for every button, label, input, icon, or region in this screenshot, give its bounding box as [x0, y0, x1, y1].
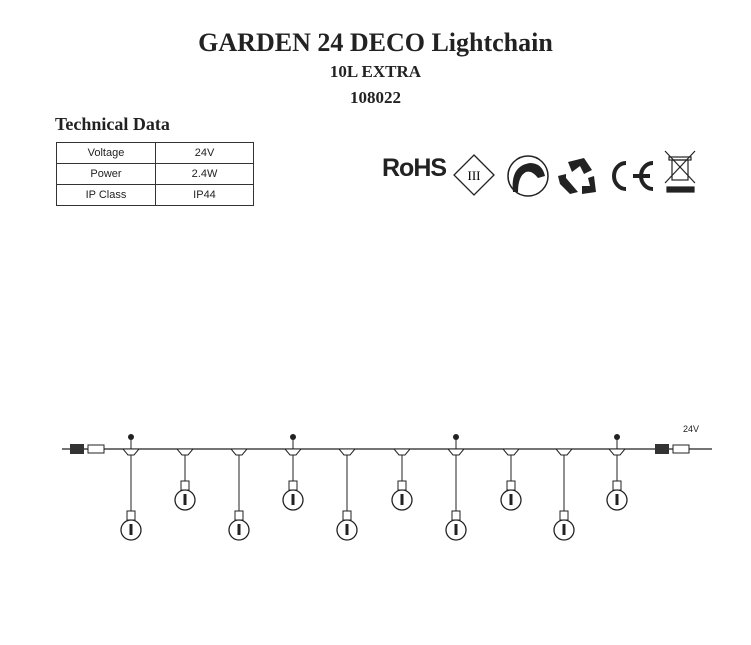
bulb-filament: [400, 494, 404, 505]
indoor-outdoor-icon: [507, 155, 549, 197]
bulb-filament: [509, 494, 513, 505]
connector-left-socket: [87, 444, 105, 454]
bulb-filament: [345, 524, 349, 535]
t-connector: [229, 448, 249, 456]
recycle-icon: [558, 158, 596, 194]
product-title: GARDEN 24 DECO Lightchain: [198, 28, 553, 57]
hook-head: [453, 434, 459, 440]
t-connector: [446, 448, 466, 456]
weee-bin-icon: [664, 150, 696, 193]
bulb-socket: [234, 510, 244, 521]
class-iii-label: III: [468, 168, 481, 183]
bulb-filament: [237, 524, 241, 535]
connector-left-plug: [70, 444, 84, 454]
class-iii-icon: III: [453, 154, 495, 196]
hook-head: [128, 434, 134, 440]
rohs-mark: RoHS: [382, 154, 447, 182]
row-label: IP Class: [56, 184, 156, 206]
t-connector: [554, 448, 574, 456]
bulb-socket: [559, 510, 569, 521]
bulb-filament: [129, 524, 133, 535]
article-number: 108022: [350, 88, 401, 107]
bulb-filament: [454, 524, 458, 535]
light-chain-diagram: [62, 434, 712, 541]
bulb-filament: [562, 524, 566, 535]
bulb-socket: [397, 480, 407, 491]
bulb-socket: [612, 480, 622, 491]
connector-right-socket: [672, 444, 690, 454]
hook-head: [290, 434, 296, 440]
t-connector: [175, 448, 195, 456]
bulb-socket: [451, 510, 461, 521]
t-connector: [607, 448, 627, 456]
product-subtitle: 10L EXTRA: [329, 62, 422, 81]
bulb-filament: [291, 494, 295, 505]
row-value: IP44: [155, 184, 254, 206]
t-connector: [283, 448, 303, 456]
voltage-label: 24V: [683, 424, 700, 434]
bulb-socket: [342, 510, 352, 521]
hook-head: [614, 434, 620, 440]
t-connector: [501, 448, 521, 456]
bulb-socket: [126, 510, 136, 521]
bulb-filament: [183, 494, 187, 505]
t-connector: [121, 448, 141, 456]
bulb-socket: [180, 480, 190, 491]
technical-data-heading: Technical Data: [55, 114, 170, 134]
t-connector: [392, 448, 412, 456]
bulb-socket: [288, 480, 298, 491]
bulb-filament: [615, 494, 619, 505]
connector-right-plug: [655, 444, 669, 454]
t-connector: [337, 448, 357, 456]
bulb-socket: [506, 480, 516, 491]
ce-mark: [612, 161, 654, 191]
